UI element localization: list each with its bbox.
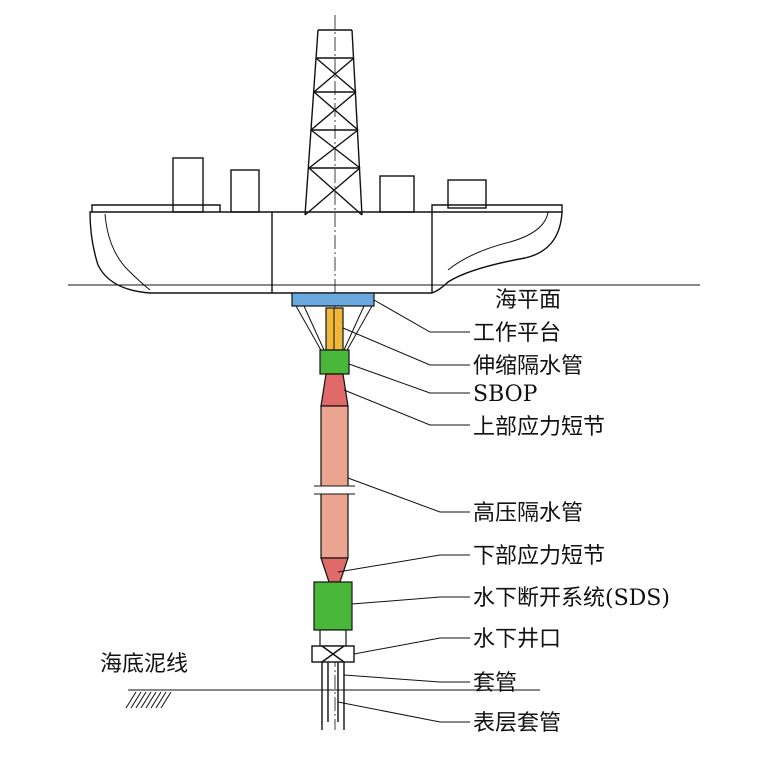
label-subsea-wellhead: 水下井口	[473, 627, 561, 652]
work-platform-shape	[291, 292, 375, 307]
label-high-pressure-riser: 高压隔水管	[473, 501, 583, 526]
high-pressure-riser-shape	[320, 405, 349, 559]
derrick	[304, 29, 363, 216]
label-mudline: 海底泥线	[100, 652, 188, 677]
label-work-platform: 工作平台	[473, 321, 561, 346]
leader-lines	[337, 299, 470, 723]
sds-connector	[319, 629, 347, 647]
lower-stress-joint-shape	[320, 557, 349, 583]
casing-shapes	[321, 662, 345, 730]
label-lower-stress-joint: 下部应力短节	[473, 544, 605, 569]
mudline-hatch	[125, 691, 172, 709]
deck-houses	[91, 157, 563, 213]
tensioner-lines	[295, 305, 373, 353]
label-upper-stress-joint: 上部应力短节	[473, 415, 605, 440]
ship-hull	[89, 211, 563, 294]
label-sds: 水下断开系统(SDS)	[473, 586, 670, 611]
label-telescopic-riser: 伸缩隔水管	[473, 354, 583, 379]
label-surface-casing: 表层套管	[473, 711, 561, 736]
label-sbop: SBOP	[473, 382, 538, 407]
sbop-shape	[319, 349, 350, 375]
upper-stress-joint-shape	[320, 373, 349, 407]
label-casing: 套管	[473, 671, 517, 696]
sds-shape	[313, 581, 353, 631]
label-sea-level: 海平面	[495, 288, 561, 313]
subsea-wellhead-shape	[311, 645, 355, 663]
